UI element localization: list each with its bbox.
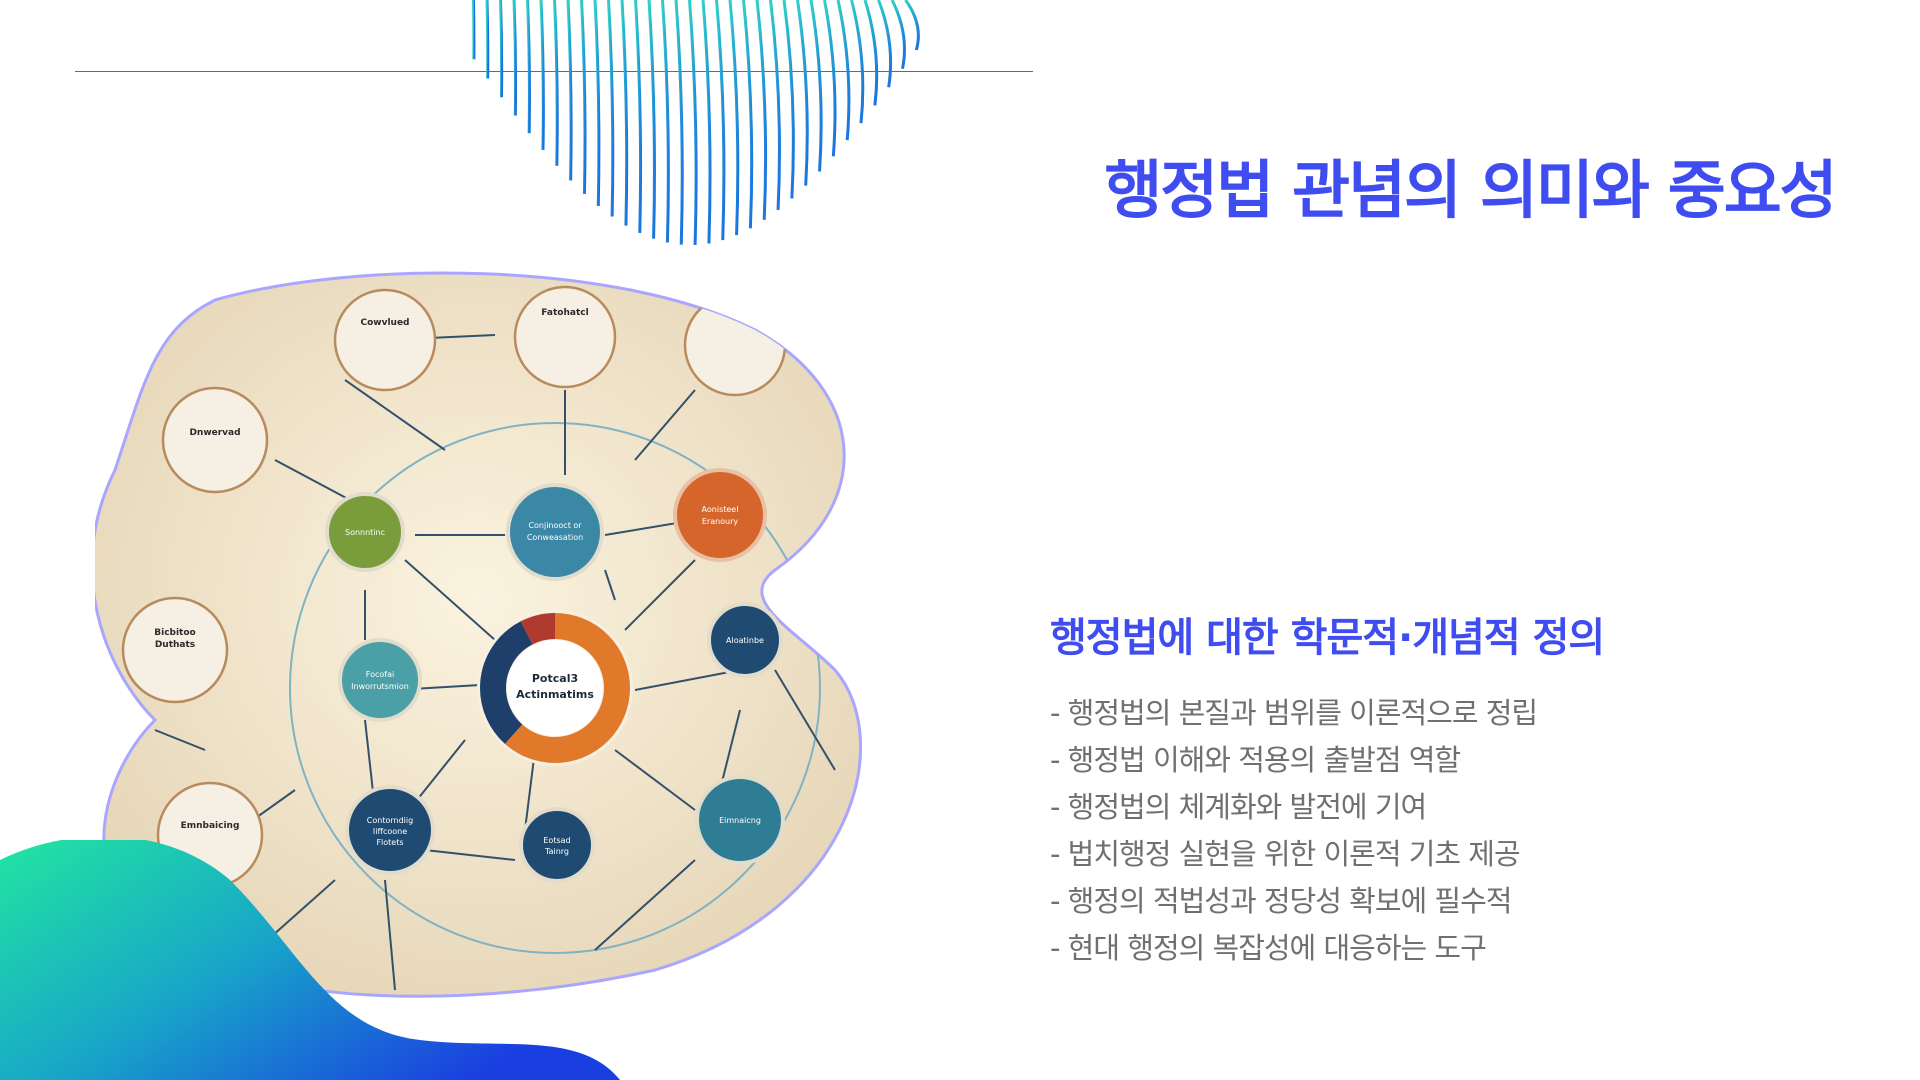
section-heading: 행정법에 대한 학문적·개념적 정의 bbox=[1050, 615, 1605, 661]
svg-text:Conweasation: Conweasation bbox=[527, 533, 583, 542]
svg-text:Sonnntinc: Sonnntinc bbox=[345, 528, 385, 537]
network-diagram-image: Potcal3 Actinmatims Sonnntinc Conjinooct… bbox=[95, 271, 863, 998]
svg-text:Dnwervad: Dnwervad bbox=[189, 428, 240, 438]
list-item: - 현대 행정의 복잡성에 대응하는 도구 bbox=[1050, 931, 1487, 965]
striped-wave-decoration bbox=[458, 0, 920, 245]
svg-text:Tainrg: Tainrg bbox=[544, 847, 569, 856]
svg-text:Aonisteel: Aonisteel bbox=[702, 505, 739, 514]
svg-text:Eranoury: Eranoury bbox=[702, 517, 739, 526]
svg-text:Actinmatims: Actinmatims bbox=[516, 688, 594, 701]
svg-text:Conjinooct or: Conjinooct or bbox=[528, 521, 582, 530]
bullet-list: - 행정법의 본질과 범위를 이론적으로 정립 - 행정법 이해와 적용의 출발… bbox=[1050, 690, 1538, 972]
list-item: - 행정법 이해와 적용의 출발점 역할 bbox=[1050, 743, 1461, 777]
top-divider-line bbox=[75, 71, 1033, 72]
page-title: 행정법 관념의 의미와 중요성 bbox=[1104, 154, 1837, 227]
svg-text:Contorndiig: Contorndiig bbox=[367, 816, 413, 825]
svg-text:Aloatinbe: Aloatinbe bbox=[726, 636, 764, 645]
svg-text:Focofai: Focofai bbox=[366, 670, 394, 679]
svg-text:Potcal3: Potcal3 bbox=[532, 672, 578, 685]
svg-text:Emnbaicing: Emnbaicing bbox=[181, 821, 240, 831]
list-item: - 행정의 적법성과 정당성 확보에 필수적 bbox=[1050, 884, 1512, 918]
svg-text:Cowvlued: Cowvlued bbox=[360, 318, 409, 328]
svg-text:Duthats: Duthats bbox=[155, 640, 195, 650]
svg-text:Inworrutsmion: Inworrutsmion bbox=[351, 682, 409, 691]
svg-text:Fatohatcl: Fatohatcl bbox=[541, 308, 588, 318]
svg-text:Flotets: Flotets bbox=[376, 838, 403, 847]
svg-text:Eotsad: Eotsad bbox=[543, 836, 570, 845]
list-item: - 행정법의 본질과 범위를 이론적으로 정립 bbox=[1050, 696, 1538, 730]
list-item: - 법치행정 실현을 위한 이론적 기초 제공 bbox=[1050, 837, 1521, 871]
svg-text:Eimnaicng: Eimnaicng bbox=[719, 816, 761, 825]
svg-text:Bicbitoo: Bicbitoo bbox=[154, 628, 195, 638]
gradient-wave-decoration bbox=[0, 840, 620, 1080]
list-item: - 행정법의 체계화와 발전에 기여 bbox=[1050, 790, 1427, 824]
svg-text:Iiffcoone: Iiffcoone bbox=[373, 827, 407, 836]
